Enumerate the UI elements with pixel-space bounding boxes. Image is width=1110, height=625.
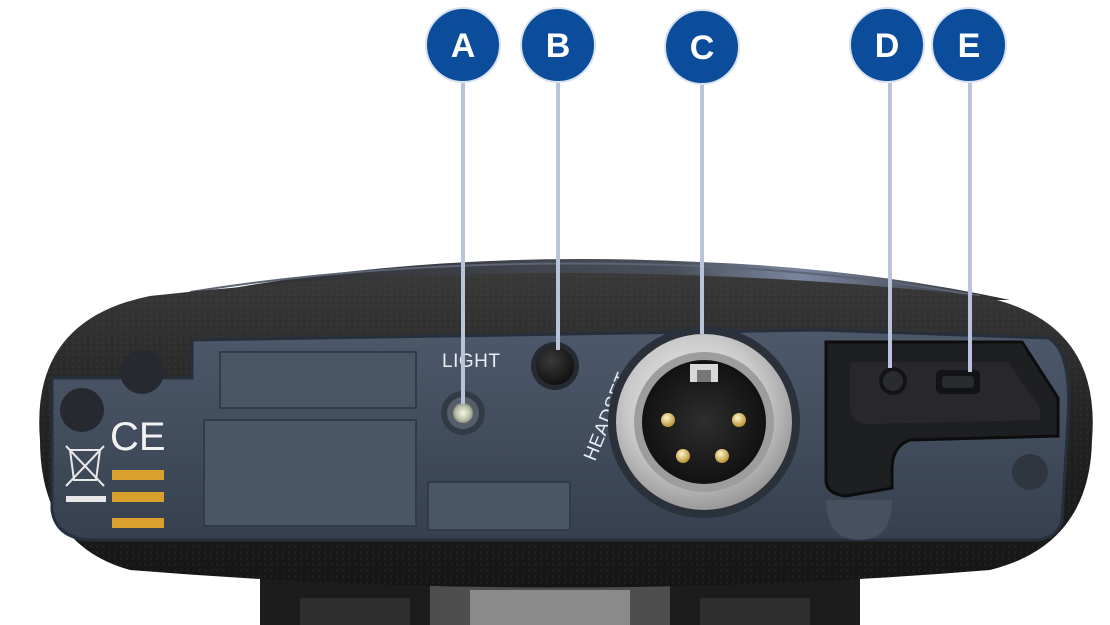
headset-xlr-connector[interactable]: [608, 326, 800, 518]
callout-d: D: [849, 7, 925, 83]
callout-e: E: [931, 7, 1007, 83]
weee-bar: [66, 496, 106, 502]
callout-badges: A B C D E: [425, 7, 1007, 85]
light-indicator: [441, 391, 485, 435]
compliance-markings: CE: [65, 415, 166, 528]
battery-door-slot[interactable]: [936, 370, 980, 394]
battery-warning-stripes: [112, 470, 164, 528]
battery-door-button[interactable]: [879, 367, 907, 395]
label-recesses: [203, 351, 571, 531]
xlr-pins: [661, 413, 746, 463]
weee-bin-icon: [65, 445, 105, 487]
callout-a-letter: A: [451, 27, 476, 65]
callout-b: B: [520, 7, 596, 83]
leader-lines: [461, 72, 972, 404]
headset-button[interactable]: [531, 342, 579, 390]
callout-a: A: [425, 7, 501, 83]
callout-d-letter: D: [875, 27, 900, 65]
corner-screw-recess: [1012, 454, 1048, 490]
ce-mark: CE: [110, 415, 166, 459]
callout-e-letter: E: [958, 27, 981, 65]
light-label: LIGHT: [442, 351, 500, 372]
callout-b-letter: B: [546, 27, 571, 65]
callout-c-letter: C: [690, 29, 715, 67]
callout-c: C: [664, 9, 740, 85]
